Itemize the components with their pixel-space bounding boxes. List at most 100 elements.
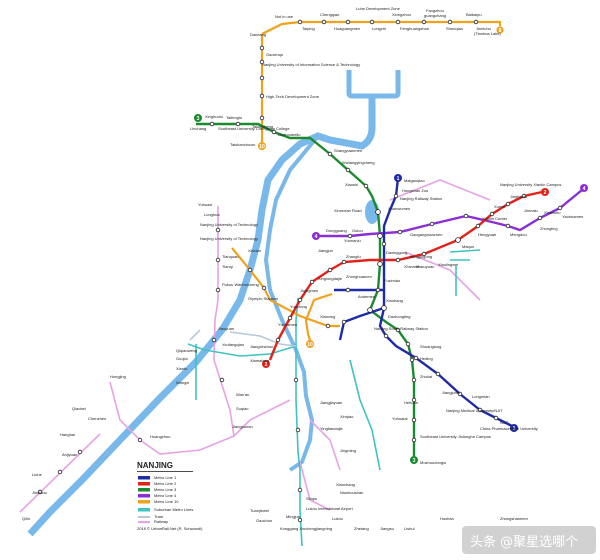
station-label: Jiaoyuan <box>218 326 234 331</box>
station-label: Minggugong <box>410 254 432 259</box>
station-label: Gaoxinqu <box>266 52 283 57</box>
station-label: Chenzhen <box>88 416 106 421</box>
tram-lines <box>189 329 297 347</box>
station-label: Xinglongdajie <box>318 276 343 281</box>
legend-metro-1: Metro Line 1 <box>154 475 177 480</box>
station-label: Taishanxincun <box>230 142 255 147</box>
station-label: Hongjing <box>110 374 126 379</box>
station-label: Fangzhou <box>426 8 444 13</box>
station-label: Xueze <box>494 204 506 209</box>
station-label: Zhongling <box>540 226 558 231</box>
station-label: Taifenglu <box>226 115 242 120</box>
station-label: Zhongshanmen <box>500 516 528 521</box>
station-label: Longmian <box>472 394 490 399</box>
station-label: Qiaobei <box>72 406 86 411</box>
station-label: Zhonghuamen <box>346 274 372 279</box>
station-label: NJIT <box>500 420 509 425</box>
svg-text:3: 3 <box>197 116 200 122</box>
station-label: Yuhuamen <box>278 322 297 327</box>
station-label: Wangxi <box>176 380 189 385</box>
station-label: Nanjing South Railway Station <box>374 326 428 331</box>
station-label: Xi'anmen <box>404 264 421 269</box>
station-label: Muxuyuan <box>416 264 434 269</box>
station-label: Lishui <box>404 526 415 531</box>
suburban-lines <box>187 249 481 547</box>
station-label: Gaogangxiaozhen <box>410 232 442 237</box>
station-label: Shiqiu <box>306 496 317 501</box>
station-label: Qiqiaoweng <box>176 348 197 353</box>
legend-credit: 2018 © UrbanRail.Net (R. Schwandl) <box>137 526 203 531</box>
station-markers <box>37 19 563 523</box>
station-label: Xiaolingwei <box>438 262 458 267</box>
station-label: Maqun <box>462 244 474 249</box>
station-label: Hushan <box>440 516 454 521</box>
terminal-badge-l3-north: 3 <box>194 114 202 122</box>
station-label: Longchi <box>372 26 386 31</box>
station-label: Xianlin Center <box>482 216 508 221</box>
station-label: Anjiyuan <box>62 452 77 457</box>
station-label: Mengdou <box>510 232 527 237</box>
station-label: Xuanwumen <box>388 206 410 211</box>
terminal-badge-l4-east: 4 <box>580 184 588 192</box>
station-label: (Tianhua Lake) <box>474 31 501 36</box>
station-label: Taiping <box>302 26 315 31</box>
station-labels: Not in use Taiping Chengqiao Huaguangmen… <box>22 6 583 531</box>
station-label: Mozhoudonglu <box>420 460 446 465</box>
terminal-badge-l2-east: 2 <box>541 188 549 196</box>
station-label: Youfangqiao <box>222 342 245 347</box>
station-label: Dazhongting <box>388 314 410 319</box>
station-label: Guojia <box>176 356 188 361</box>
station-label: Yingtiandajie <box>320 426 344 431</box>
station-label: Tuanjiewei <box>250 508 269 513</box>
station-label: Liuzhoubeilu <box>278 132 300 137</box>
station-label: Zhangfu <box>346 254 361 259</box>
station-label: Chengqiao <box>320 12 340 17</box>
station-label: Linchang <box>190 126 206 131</box>
terminal-badge-l1-north: 1 <box>394 174 402 182</box>
legend-metro-2: Metro Line 2 <box>154 481 177 486</box>
station-label: Zhuhai <box>420 374 432 379</box>
station-label: Andemen <box>358 294 375 299</box>
station-label: Luhe Development Zone <box>356 6 401 11</box>
station-label: Jiangsu <box>380 526 394 531</box>
station-label: Shuanglong <box>420 344 441 349</box>
station-label: Jiangjiayuan <box>320 400 342 405</box>
station-label: Xinqiao <box>340 414 354 419</box>
station-label: Baibaipu <box>466 12 482 17</box>
station-label: Huaguangmen <box>334 26 360 31</box>
yangtze-river <box>27 70 401 537</box>
station-label: Fuzimiao <box>384 278 401 283</box>
station-label: Yuhuatai <box>392 416 408 421</box>
terminal-badge-s8-top: 8 <box>496 26 504 34</box>
legend-railway: Railway <box>154 519 168 524</box>
station-label: Hehuan <box>404 400 418 405</box>
station-label: Lukou <box>332 516 343 521</box>
station-label: Xiaoshi <box>345 182 358 187</box>
legend-metro-3: Metro Line 3 <box>154 487 177 492</box>
station-label: Lukou International Airport <box>306 506 354 511</box>
legend-metro-4: Metro Line 4 <box>154 493 177 498</box>
station-label: Maigaoqiao <box>404 178 425 183</box>
station-label: Suqiao <box>236 406 249 411</box>
station-label: Wan'an <box>236 392 249 397</box>
terminal-badge-l1-south: 1 <box>510 424 518 432</box>
svg-text:1: 1 <box>397 176 400 182</box>
station-label: Xianfu <box>176 366 187 371</box>
station-label: Yunnanlu <box>344 238 361 243</box>
station-label: Xianlinhu <box>544 210 560 215</box>
station-label: Jingtianlu <box>510 194 527 199</box>
station-label: Taixinsheng <box>252 124 273 129</box>
station-label: Southeast University Jiulonghu Campus <box>420 434 491 439</box>
station-label: Hongshan Zoo <box>402 188 429 193</box>
station-label: Gaochun <box>256 518 272 523</box>
terminal-badge-l4-west: 4 <box>312 232 320 240</box>
station-label: Qilin <box>22 516 30 521</box>
terminal-badge-l10-north: 10 <box>258 142 266 150</box>
station-label: Tianqi <box>222 264 233 269</box>
station-label: Dachang <box>250 32 266 37</box>
legend-metro-10: Metro Line 10 <box>154 499 179 504</box>
station-label: Hengyuan <box>478 232 496 237</box>
map-title: NANJING <box>137 461 173 470</box>
station-label: China Pharmaceutical University <box>480 426 538 431</box>
